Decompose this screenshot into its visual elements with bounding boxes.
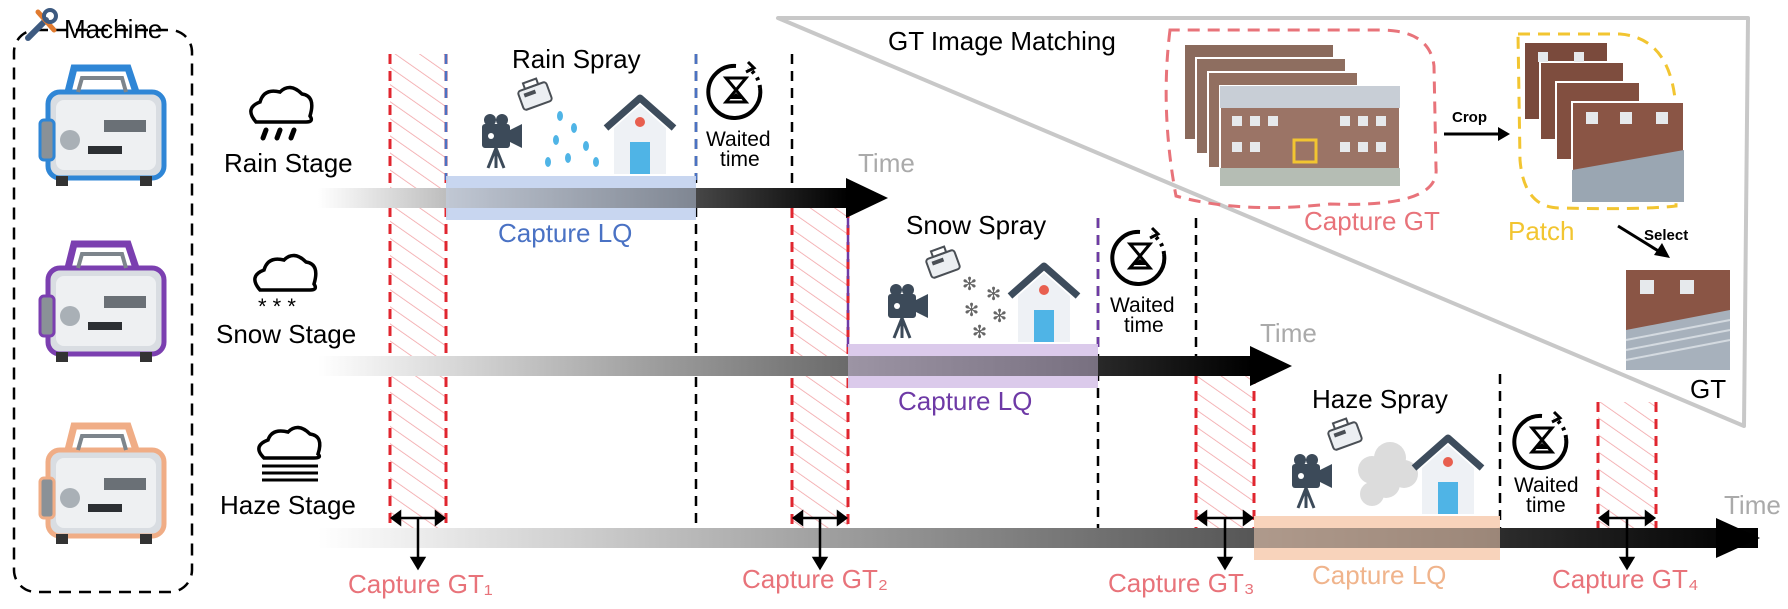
snow-machine	[40, 244, 164, 362]
rain-time-word: time	[720, 148, 760, 171]
haze-capture-lq-label: Capture LQ	[1312, 560, 1446, 590]
snow-sprayer-icon	[924, 245, 962, 280]
gt-window-4	[1598, 402, 1656, 528]
snow-cloud-icon: * * *	[253, 253, 318, 319]
haze-house-icon	[1414, 438, 1482, 514]
snowflakes-icon: ✻✻✻ ✻✻	[962, 274, 1007, 342]
svg-text:✻: ✻	[962, 274, 977, 294]
capture-gt-1-label: Capture GT₁	[348, 569, 493, 599]
snow-time-word: time	[1124, 314, 1164, 337]
rain-spray-label: Rain Spray	[512, 44, 641, 74]
haze-time-label: Time	[1724, 490, 1781, 520]
gt-window-3	[1196, 374, 1254, 528]
capture-gt-2-label: Capture GT₂	[742, 564, 888, 594]
snow-waited-label: Waited	[1110, 294, 1175, 317]
capture-gt-2-marker	[791, 509, 849, 571]
svg-text:✻: ✻	[964, 300, 979, 320]
svg-text:✻: ✻	[972, 322, 987, 342]
snow-camera-icon	[886, 282, 930, 340]
snow-timeline	[318, 346, 1292, 386]
patch-stack	[1523, 41, 1685, 203]
machine-panel	[12, 28, 194, 594]
capture-gt-3-marker	[1195, 509, 1255, 571]
rain-time-label: Time	[858, 148, 915, 178]
select-label: Select	[1644, 227, 1688, 244]
svg-text:✻: ✻	[992, 306, 1007, 326]
patch-label: Patch	[1508, 216, 1575, 246]
capture-gt-4-marker	[1597, 509, 1657, 571]
select-arrow	[1617, 224, 1670, 258]
haze-camera-icon	[1290, 452, 1334, 510]
rain-capture-lq-label: Capture LQ	[498, 218, 632, 248]
rain-cloud-icon	[249, 85, 314, 141]
haze-time-word: time	[1526, 494, 1566, 517]
snow-time-label: Time	[1260, 318, 1317, 348]
rain-camera-icon	[480, 112, 524, 170]
snow-spray-label: Snow Spray	[906, 210, 1046, 240]
capture-gt-panel-label: Capture GT	[1304, 206, 1440, 236]
gt-window-1	[390, 54, 446, 528]
haze-stage-label: Haze Stage	[220, 490, 356, 520]
snow-stage-label: Snow Stage	[216, 319, 356, 349]
gt-matching-panel	[776, 16, 1750, 428]
machine-label: Machine	[64, 14, 162, 44]
rain-waited-label: Waited	[706, 128, 771, 151]
gt-patch-image	[1625, 270, 1731, 370]
crop-label: Crop	[1452, 109, 1487, 126]
haze-machine	[40, 426, 164, 544]
tools-icon	[25, 8, 58, 41]
haze-spray-label: Haze Spray	[1312, 384, 1448, 414]
capture-gt-1-marker	[389, 509, 447, 571]
rain-sprayer-icon	[516, 77, 554, 112]
snow-hourglass-icon	[1110, 226, 1167, 286]
patch-outline	[1516, 32, 1678, 211]
rain-hourglass-icon	[706, 60, 763, 120]
rain-stage-label: Rain Stage	[224, 148, 353, 178]
haze-waited-label: Waited	[1514, 474, 1579, 497]
rain-timeline	[318, 178, 888, 218]
snow-capture-lq-label: Capture LQ	[898, 386, 1032, 416]
gt-matching-title: GT Image Matching	[888, 26, 1116, 56]
haze-hourglass-icon	[1512, 410, 1569, 470]
haze-timeline	[318, 518, 1760, 558]
svg-text:✻: ✻	[986, 284, 1001, 304]
capture-gt-4-label: Capture GT₄	[1552, 564, 1698, 594]
haze-sprayer-icon	[1326, 417, 1364, 452]
rain-house-icon	[606, 98, 674, 174]
rain-machine	[40, 68, 164, 186]
svg-text:* * *: * * *	[258, 294, 296, 319]
haze-smoke-icon	[1358, 442, 1418, 506]
snow-house-icon	[1010, 266, 1078, 342]
haze-cloud-icon	[257, 425, 322, 482]
capture-gt-outline	[1164, 28, 1438, 210]
rain-drops-icon	[545, 111, 599, 167]
crop-arrow	[1444, 127, 1510, 141]
capture-gt-stack	[1183, 43, 1401, 187]
capture-gt-3-label: Capture GT₃	[1108, 568, 1254, 598]
gt-label: GT	[1690, 374, 1726, 404]
